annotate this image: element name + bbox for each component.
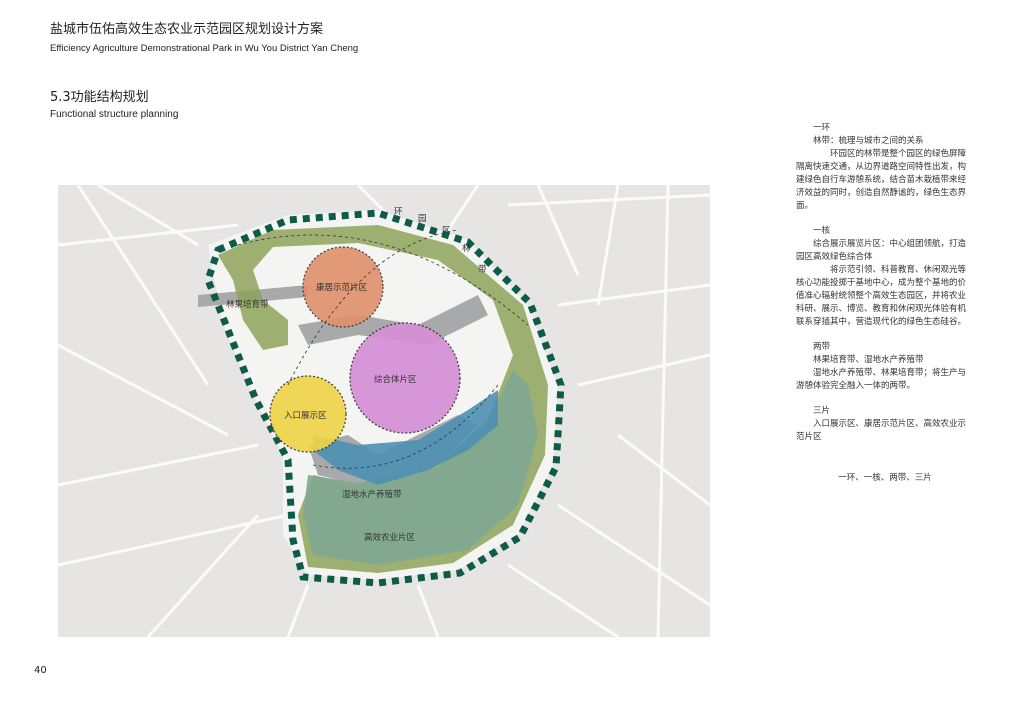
belt-body: 湿地水产养殖带、林果培育带；将生产与游憩体验完全融入一体的两带。 — [796, 368, 967, 391]
ring-label-char: 林 — [462, 243, 471, 254]
core-subtitle: 综合展示展览片区：中心组团领航，打造园区高效绿色综合体 — [796, 239, 967, 262]
gaoxiao-zone — [303, 370, 538, 565]
structure-summary: 一环、一核、两带、三片 — [838, 473, 932, 483]
zonghe-circle — [349, 322, 461, 434]
belt-subtitle: 林果培育带、湿地水产养殖带 — [813, 355, 924, 365]
ring-heading: 一环 — [813, 123, 831, 133]
ring-label-char: 环 — [394, 207, 403, 217]
zone-label-kangju: 康居示范片区 — [316, 282, 368, 293]
zone-label-linguo: 林果培育带 — [226, 299, 269, 310]
area-heading: 三片 — [813, 406, 831, 416]
ring-forest-belt — [204, 209, 565, 587]
core-body: 将示范引领、科普教育、休闲观光等核心功能投掷于基地中心，成为整个基地的价值准心辐… — [796, 265, 967, 327]
section-title: 5.3功能结构规划 — [50, 90, 149, 105]
core-heading: 一核 — [813, 226, 831, 236]
page-number: 40 — [34, 665, 47, 676]
belt-heading: 两带 — [813, 342, 831, 352]
zone-label-rukou: 入口展示区 — [284, 411, 327, 421]
kangju-circle — [302, 246, 384, 328]
ring-subtitle: 林带：梳理与城市之间的关系 — [813, 136, 924, 146]
zone-label-shidi: 湿地水产养殖带 — [342, 489, 402, 500]
rukou-circle — [269, 375, 347, 453]
ring-body: 环园区的林带是整个园区的绿色屏障隔离快速交通，从边界道路空间特性出发，构建绿色自… — [796, 149, 967, 211]
section-subtitle: Functional structure planning — [50, 109, 179, 120]
zone-label-zonghe: 综合体片区 — [374, 374, 417, 385]
area-body: 入口展示区、康居示范片区、高效农业示范片区 — [796, 419, 967, 442]
document-title: 盐城市伍佑高效生态农业示范园区规划设计方案 — [50, 22, 324, 37]
description-panel: 一环 林带：梳理与城市之间的关系 环园区的林带是整个园区的绿色屏障隔离快速交通，… — [796, 122, 974, 485]
shidi-zone — [313, 390, 498, 485]
street-grid — [58, 185, 710, 637]
ring-label-char: 园 — [418, 214, 427, 224]
document-subtitle: Efficiency Agriculture Demonstrational P… — [50, 43, 359, 54]
functional-structure-map: 康居示范片区 林果培育带 综合体片区 入口展示区 湿地水产养殖带 高效农业片区 … — [58, 185, 710, 637]
zone-label-gaoxiao: 高效农业片区 — [364, 532, 416, 543]
ring-label-char: 区 — [442, 226, 451, 236]
ring-label-char: 带 — [478, 265, 487, 275]
